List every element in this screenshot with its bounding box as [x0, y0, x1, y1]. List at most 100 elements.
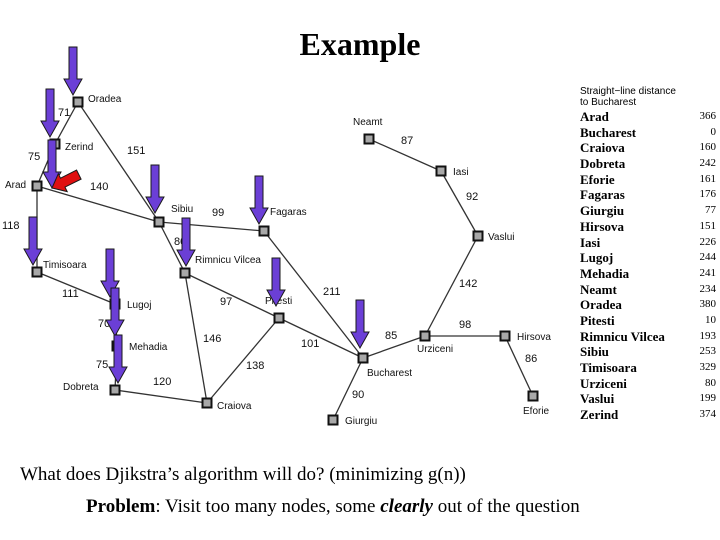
visited-arrow-icon-rimnicu	[176, 217, 196, 268]
sld-city: Vaslui	[580, 391, 615, 407]
sld-row: Neamt 234	[580, 282, 716, 298]
sld-value: 242	[699, 157, 717, 170]
sld-row: Dobreta 242	[580, 156, 716, 172]
sld-value: 193	[699, 329, 717, 342]
sld-row: Rimnicu Vilcea 193	[580, 329, 716, 345]
road-urziceni-vaslui	[424, 235, 479, 337]
city-label-urziceni: Urziceni	[417, 344, 453, 355]
sld-value: 374	[699, 408, 717, 421]
visited-arrow-icon-mehadia	[105, 287, 125, 338]
city-label-zerind: Zerind	[65, 142, 93, 153]
city-label-rimnicu: Rimnicu Vilcea	[195, 255, 261, 266]
city-node-bucharest	[357, 352, 369, 364]
distance-label-arad-timisoara: 118	[2, 220, 20, 232]
distance-label-hirsova-eforie: 86	[525, 353, 537, 365]
city-node-iasi	[435, 165, 447, 177]
city-eforie: Eforie	[523, 390, 550, 417]
sld-city: Giurgiu	[580, 203, 625, 219]
distance-label-rimnicu-pitesti: 97	[220, 296, 232, 308]
sld-city: Sibiu	[580, 344, 609, 360]
sld-row: Hirsova 151	[580, 219, 716, 235]
road-sibiu-rimnicu	[158, 221, 186, 274]
sld-city: Dobreta	[580, 156, 626, 172]
city-node-fagaras	[258, 225, 270, 237]
sld-value: 80	[705, 376, 716, 389]
road-dobreta-craiova	[114, 389, 208, 404]
problem-label: Problem	[86, 496, 156, 517]
city-node-giurgiu	[327, 414, 339, 426]
distance-label-oradea-sibiu: 151	[127, 145, 145, 157]
road-pitesti-bucharest	[278, 317, 364, 359]
road-vaslui-iasi	[440, 170, 479, 237]
start-arrow-icon-arad	[51, 169, 82, 193]
sld-city: Hirsova	[580, 218, 625, 234]
distance-label-arad-sibiu: 140	[90, 181, 108, 193]
city-rimnicu: Rimnicu Vilcea	[179, 255, 261, 279]
city-node-timisoara	[31, 266, 43, 278]
sld-value: 160	[699, 141, 717, 154]
distance-label-vaslui-iasi: 92	[466, 191, 478, 203]
city-arad: Arad	[5, 180, 43, 192]
sld-city: Neamt	[580, 281, 617, 297]
city-hirsova: Hirsova	[499, 330, 551, 343]
caption: What does Djikstra’s algorithm will do? …	[20, 459, 720, 523]
road-oradea-sibiu	[77, 101, 160, 223]
sld-value: 241	[699, 266, 717, 279]
straight-line-distance-table: Straight−line distance to Bucharest Arad…	[580, 86, 716, 423]
distance-label-oradea-zerind: 71	[58, 107, 70, 119]
city-node-sibiu	[153, 216, 165, 228]
sld-city: Oradea	[580, 297, 622, 313]
road-rimnicu-craiova	[184, 272, 208, 404]
sld-value: 234	[699, 282, 717, 295]
caption-question: What does Djikstra’s algorithm will do? …	[20, 464, 466, 485]
sld-city: Urziceni	[580, 375, 627, 391]
city-label-oradea: Oradea	[88, 94, 122, 105]
problem-text-1: : Visit too many nodes, some	[155, 496, 381, 517]
road-bucharest-giurgiu	[332, 357, 364, 421]
city-node-oradea	[72, 96, 84, 108]
city-node-hirsova	[499, 330, 511, 342]
caption-problem: Problem: Visit too many nodes, some clea…	[20, 491, 720, 523]
city-label-lugoj: Lugoj	[127, 300, 151, 311]
sld-value: 77	[705, 204, 716, 217]
visited-arrow-icon-zerind	[40, 88, 60, 139]
city-timisoara: Timisoara	[31, 260, 87, 278]
sld-city: Lugoj	[580, 250, 614, 266]
distance-label-urziceni-vaslui: 142	[459, 278, 477, 290]
distance-label-dobreta-craiova: 120	[153, 376, 171, 388]
sld-header: Straight−line distance to Bucharest	[580, 86, 716, 108]
sld-city: Rimnicu Vilcea	[580, 328, 665, 344]
city-label-arad: Arad	[5, 180, 26, 191]
city-craiova: Craiova	[201, 397, 252, 412]
sld-value: 226	[699, 235, 717, 248]
distance-label-bucharest-giurgiu: 90	[352, 389, 364, 401]
road-craiova-pitesti	[206, 317, 280, 404]
sld-header-line1: Straight−line distance	[580, 86, 676, 97]
distance-label-timisoara-lugoj: 111	[62, 288, 79, 300]
sld-value: 366	[699, 110, 717, 122]
distance-label-bucharest-urziceni: 85	[385, 330, 397, 342]
distance-label-zerind-arad: 75	[28, 151, 40, 163]
visited-arrow-icon-bucharest	[350, 299, 370, 350]
city-node-arad	[31, 180, 43, 192]
visited-arrow-icon-timisoara	[23, 216, 43, 267]
sld-value: 151	[699, 219, 717, 232]
visited-arrows-layer	[23, 46, 370, 385]
city-bucharest: Bucharest	[357, 352, 412, 379]
city-label-eforie: Eforie	[523, 406, 550, 417]
city-iasi: Iasi	[435, 165, 469, 178]
slide-title: Example	[299, 26, 421, 62]
city-label-vaslui: Vaslui	[488, 232, 515, 243]
city-dobreta: Dobreta	[63, 382, 121, 396]
